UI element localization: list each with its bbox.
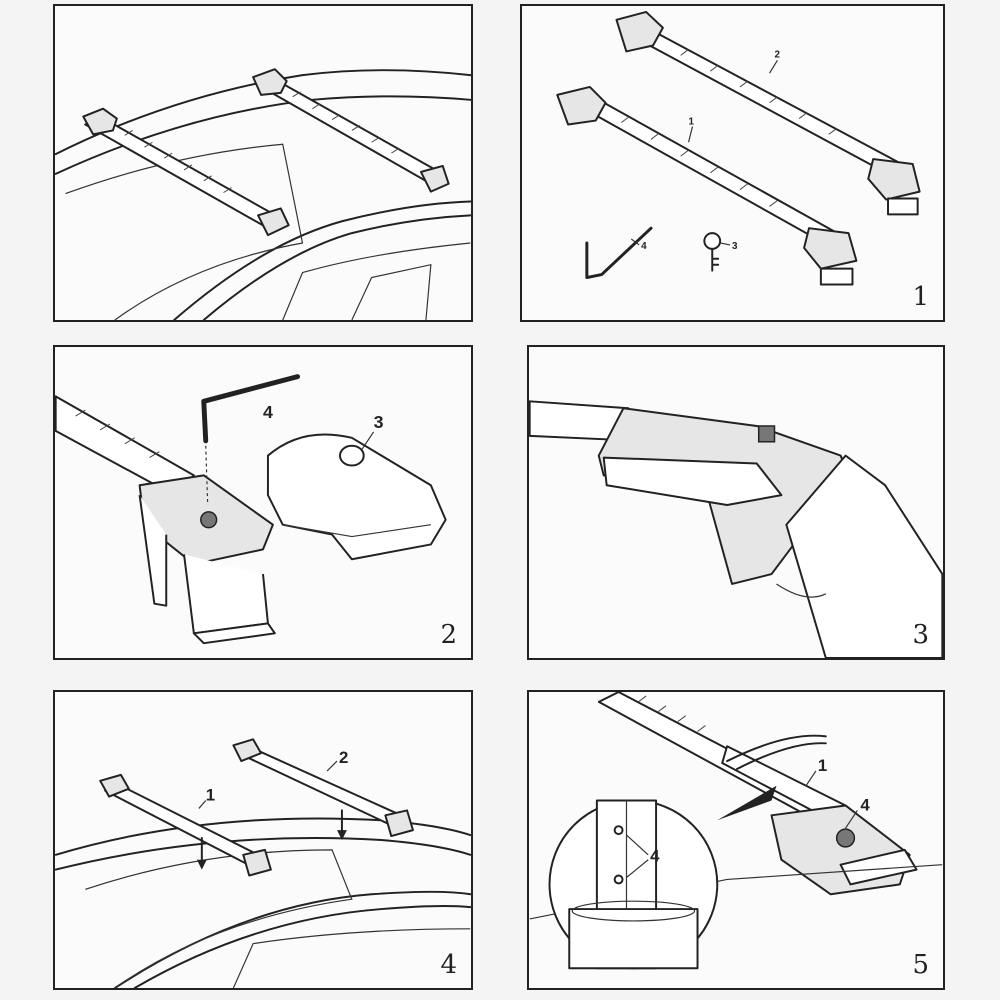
roof-rail [785, 454, 943, 658]
crossbar-2 [615, 10, 921, 216]
hole [613, 825, 624, 836]
overview-panel [53, 4, 473, 322]
step-number: 4 [440, 950, 457, 980]
key-part-3 [703, 232, 722, 272]
foot-bracket [770, 804, 918, 896]
crossbar-1 [99, 773, 272, 877]
part-label-4: 4 [263, 402, 273, 422]
part-label-2: 2 [774, 49, 780, 60]
parts-list-drawing: 2 1 4 3 [556, 10, 921, 286]
part-label-4: 4 [641, 241, 647, 252]
front-crossbar [82, 107, 290, 237]
roof-edge-line [55, 817, 471, 856]
end-cap-part-3 [266, 433, 447, 561]
bolt [757, 425, 776, 443]
crossbar-2 [232, 738, 414, 838]
bolt [200, 511, 218, 529]
part-label-1: 1 [206, 786, 215, 805]
step-3-panel: 3 [527, 345, 945, 660]
part-label-2: 2 [339, 748, 348, 767]
bolt [835, 828, 856, 848]
sunroof-outline [65, 143, 304, 320]
rubber-strip [726, 734, 827, 763]
part-label-4: 4 [860, 795, 870, 814]
hole [613, 874, 624, 885]
side-rail-line [202, 214, 471, 320]
mount-foot-on-rail-drawing [529, 400, 943, 658]
allen-key-part-4 [585, 226, 653, 280]
allen-key-part-4 [201, 374, 301, 444]
rear-crossbar [252, 68, 450, 193]
zoom-detail-circle [548, 799, 719, 970]
pointer-arrow-icon [717, 785, 777, 821]
adjust-and-tighten-drawing: 4 1 4 [529, 692, 943, 970]
step-number: 5 [912, 950, 929, 980]
down-arrow-icon [337, 809, 347, 840]
step-4-panel: 1 2 4 [53, 690, 473, 990]
lock-icon [339, 444, 365, 467]
part-label-4: 4 [650, 847, 660, 866]
part-label-3: 3 [732, 241, 738, 252]
crossbar-1 [556, 85, 858, 286]
step-1-panel: 2 1 4 3 1 [520, 4, 945, 322]
step-2-panel: 4 3 2 [53, 345, 473, 660]
part-label-1: 1 [818, 756, 827, 775]
car-roof-overview-drawing [55, 68, 471, 320]
side-rail-line [133, 905, 471, 988]
step-number: 2 [440, 620, 457, 650]
foot-housing [597, 407, 852, 585]
step-number: 3 [912, 620, 929, 650]
step-number: 1 [912, 282, 929, 312]
step-5-panel: 4 1 4 5 [527, 690, 945, 990]
down-arrow-icon [196, 837, 207, 870]
place-bars-on-car-drawing: 1 2 [55, 738, 471, 988]
remove-end-cap-drawing: 4 3 [55, 374, 447, 645]
part-label-1: 1 [689, 116, 695, 127]
foot-bracket [138, 474, 276, 645]
roof-edge-line [55, 69, 471, 156]
part-label-3: 3 [374, 412, 384, 432]
